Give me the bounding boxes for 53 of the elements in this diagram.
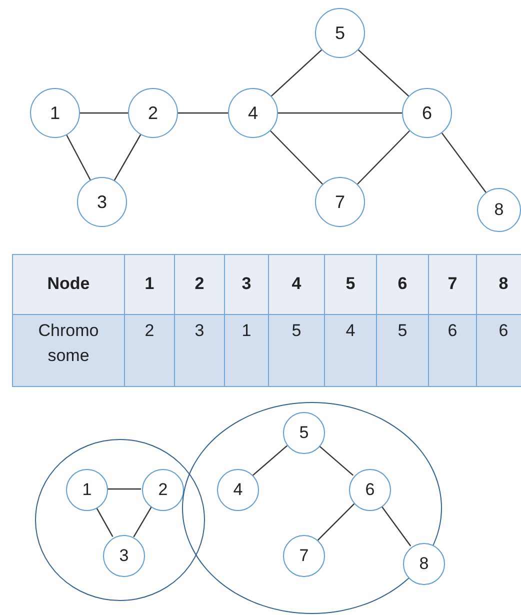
graph-node: 8	[403, 543, 445, 585]
connector-line	[114, 134, 142, 181]
connector-line	[178, 112, 228, 114]
connector-line	[80, 112, 128, 114]
graph-node: 3	[103, 535, 145, 577]
connector-line	[270, 130, 323, 185]
table-cell: 3	[174, 314, 225, 387]
graph-node: 2	[128, 88, 178, 138]
graph-node: 1	[30, 88, 80, 138]
table-cell: 5	[376, 314, 429, 387]
connector-line	[252, 445, 288, 476]
table-cell: 3	[224, 254, 269, 315]
table-cell: 7	[428, 254, 477, 315]
table-cell: 2	[124, 314, 175, 387]
graph-node: 8	[477, 188, 521, 232]
table-cell: 1	[224, 314, 269, 387]
table-cell: 1	[124, 254, 175, 315]
connector-line	[357, 130, 410, 185]
connector-line	[441, 132, 486, 193]
table-cell: 4	[268, 254, 325, 315]
table-cell: 2	[174, 254, 225, 315]
table-cell: 6	[476, 314, 521, 387]
graph-node: 7	[283, 535, 325, 577]
table-cell: 5	[324, 254, 377, 315]
graph-node: 4	[228, 88, 278, 138]
table-cell: 6	[376, 254, 429, 315]
graph-node: 2	[142, 469, 184, 511]
table-cell: Node	[12, 254, 125, 315]
graph-node: 7	[315, 177, 365, 227]
connector-line	[380, 506, 412, 546]
connector-line	[96, 507, 114, 537]
table-cell: Chromo some	[12, 314, 125, 387]
connector-line	[107, 488, 141, 490]
group-ellipse	[35, 439, 205, 601]
graph-node: 6	[402, 88, 452, 138]
connector-line	[358, 49, 409, 97]
connector-line	[133, 506, 152, 538]
connector-line	[278, 112, 402, 114]
table-cell: 6	[428, 314, 477, 387]
table-cell: 4	[324, 314, 377, 387]
connector-line	[271, 49, 322, 97]
graph-node: 5	[315, 8, 365, 58]
graph-node: 6	[349, 469, 391, 511]
graph-node: 4	[217, 469, 259, 511]
connector-line	[66, 134, 91, 180]
table-cell: 8	[476, 254, 521, 315]
connector-line	[317, 503, 355, 541]
graph-node: 3	[77, 177, 127, 227]
connector-line	[318, 445, 354, 476]
table-cell: 5	[268, 314, 325, 387]
graph-node: 5	[283, 412, 325, 454]
group-ellipse	[182, 402, 442, 614]
graph-node: 1	[66, 469, 108, 511]
